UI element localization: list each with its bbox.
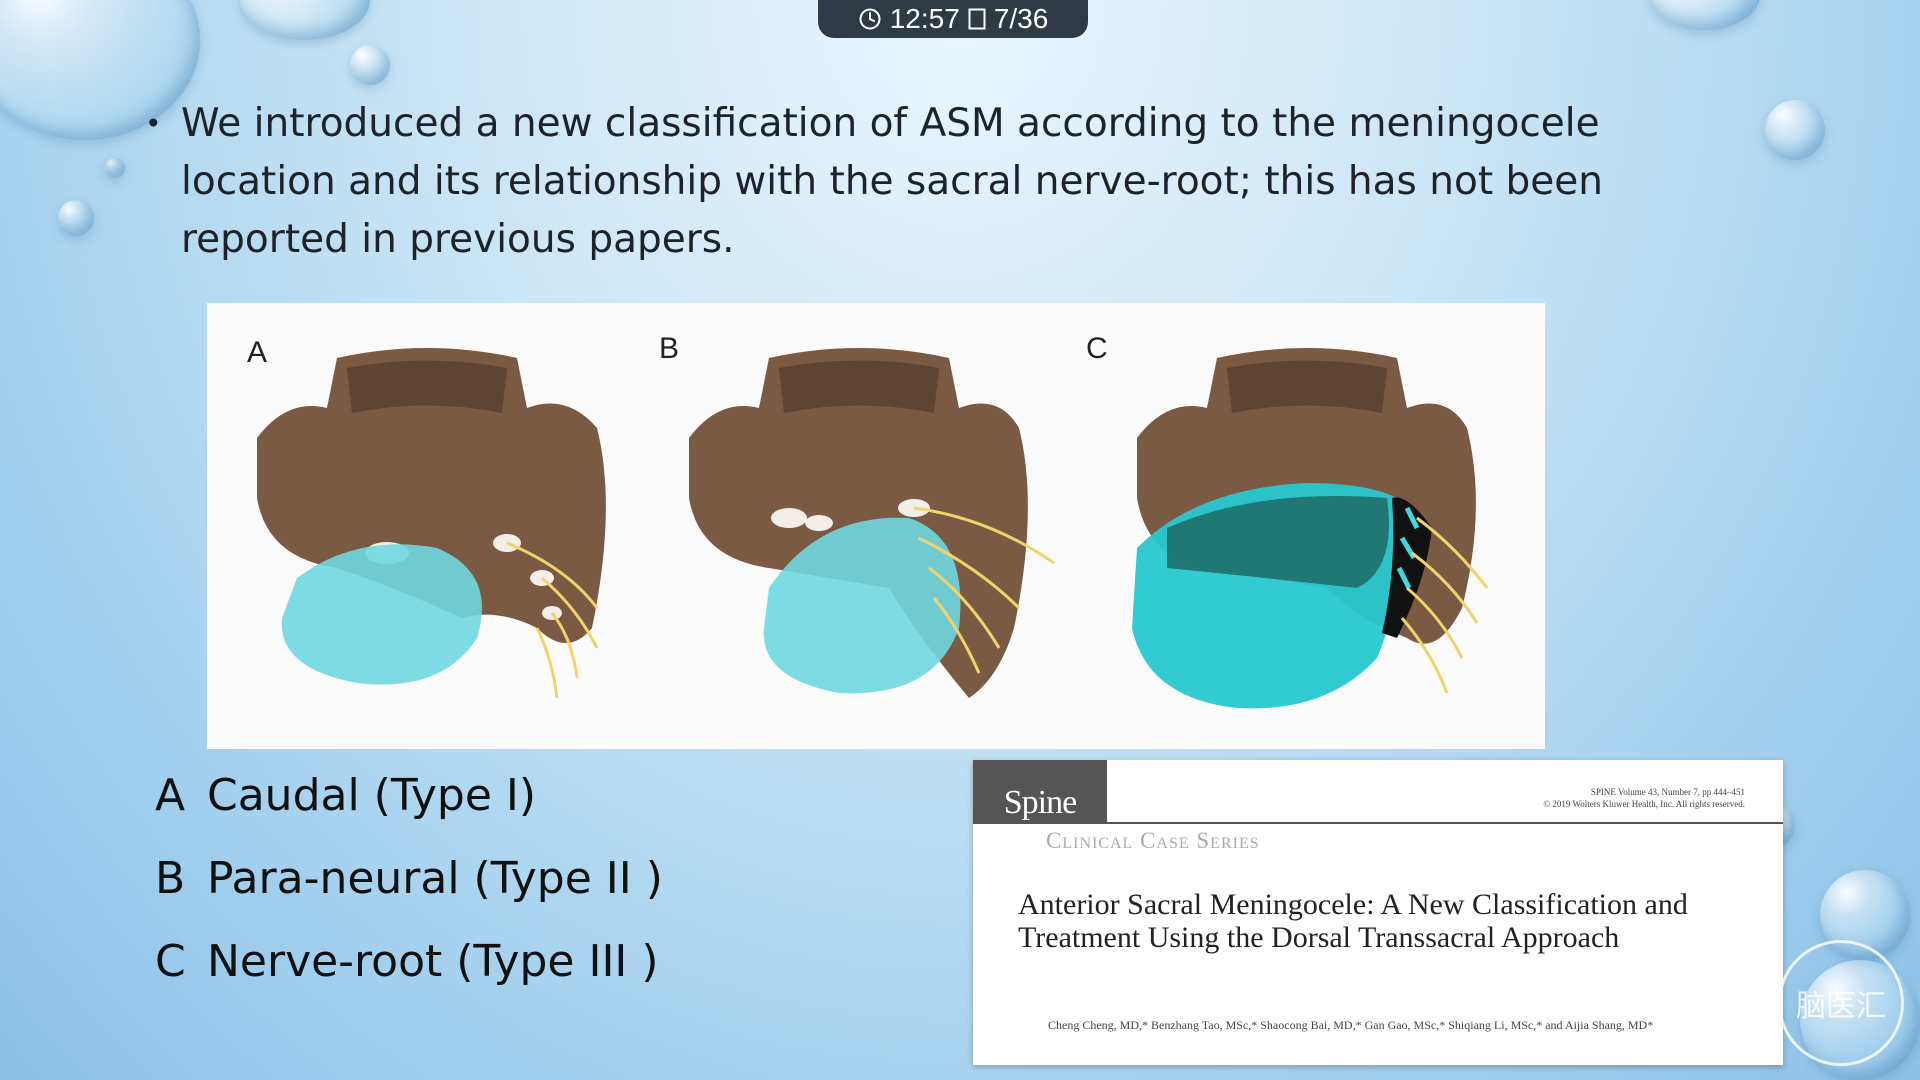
journal-volume: SPINE Volume 43, Number 7, pp 444–451 [1590, 787, 1745, 797]
bullet-text: We introduced a new classification of AS… [181, 101, 1603, 262]
figure-label-b: B [659, 332, 680, 365]
type-label: Nerve-root (Type III ) [207, 936, 659, 987]
journal-logo: Spine [973, 760, 1107, 822]
list-item: A Caudal (Type I) [155, 770, 663, 853]
presentation-status-bar: 12:57 7/36 [818, 0, 1088, 38]
list-item: C Nerve-root (Type III ) [155, 936, 663, 1019]
paper-title: Anterior Sacral Meningocele: A New Class… [1018, 888, 1688, 954]
water-droplet [1765, 100, 1825, 160]
bullet-point: • We introduced a new classification of … [145, 95, 1645, 269]
slide-icon [968, 8, 986, 30]
type-letter: B [155, 853, 186, 904]
watermark-logo: 脑医汇 [1778, 940, 1904, 1066]
paper-header: Spine SPINE Volume 43, Number 7, pp 444–… [973, 760, 1783, 824]
type-label: Caudal (Type I) [207, 770, 537, 821]
classification-type-list: A Caudal (Type I) B Para-neural (Type II… [155, 770, 663, 1019]
water-droplet [105, 158, 125, 178]
journal-info: SPINE Volume 43, Number 7, pp 444–451 © … [1543, 786, 1745, 810]
water-droplet [240, 0, 370, 40]
type-letter: C [155, 936, 186, 987]
water-droplet [1650, 0, 1760, 30]
water-droplet [58, 200, 94, 236]
classification-figure: A B C [207, 303, 1545, 749]
bullet-marker: • [145, 107, 162, 140]
type-label: Para-neural (Type II ) [207, 853, 663, 904]
paper-excerpt: Spine SPINE Volume 43, Number 7, pp 444–… [973, 760, 1783, 1065]
type-letter: A [155, 770, 186, 821]
clock-icon [859, 8, 881, 30]
slide-counter: 7/36 [993, 3, 1049, 34]
sacrum-illustration-a [257, 348, 606, 699]
paper-series: Clinical Case Series [1046, 828, 1260, 853]
time-readout: 12:57 [889, 3, 960, 34]
water-droplet [350, 45, 390, 85]
paper-authors: Cheng Cheng, MD,* Benzhang Tao, MSc,* Sh… [1048, 1018, 1654, 1032]
list-item: B Para-neural (Type II ) [155, 853, 663, 936]
sacrum-illustration-c [1132, 348, 1489, 709]
sacrum-illustration-b [689, 348, 1055, 698]
figure-label-a: A [247, 336, 268, 369]
figure-label-c: C [1086, 332, 1108, 365]
journal-copyright: © 2019 Wolters Kluwer Health, Inc. All r… [1543, 799, 1745, 809]
